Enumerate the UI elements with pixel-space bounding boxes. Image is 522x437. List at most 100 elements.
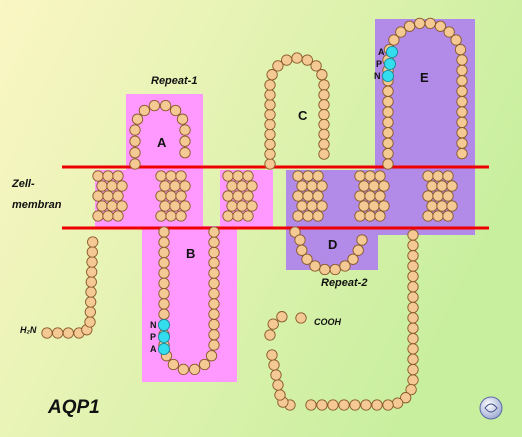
residue-bead (302, 210, 314, 222)
residue-bead (246, 180, 258, 192)
residue-bead (442, 190, 454, 202)
residue-bead (352, 244, 364, 256)
residue-bead (148, 99, 161, 112)
residue-bead (382, 95, 394, 108)
residue-bead (226, 200, 238, 212)
residue-bead (407, 239, 419, 252)
residue-bead (368, 200, 380, 212)
circular-logo-icon (479, 396, 503, 420)
residue-bead (177, 363, 190, 376)
residue-bead (382, 147, 394, 160)
residue-bead (270, 369, 282, 381)
residue-bead (292, 190, 304, 202)
residue-bead (309, 260, 321, 272)
residue-bead (242, 190, 254, 202)
residue-bead (347, 253, 359, 265)
residue-bead (158, 308, 170, 320)
residue-bead (364, 190, 376, 202)
residue-bead (102, 210, 114, 222)
residue-bead (155, 210, 167, 222)
residue-bead (208, 298, 220, 310)
residue-bead (364, 210, 376, 222)
motif-e-letter-3: N (374, 71, 381, 81)
residue-bead (422, 190, 434, 202)
loop-label-a: A (157, 135, 167, 150)
residue-bead (158, 226, 170, 238)
residue-bead (267, 318, 279, 330)
residue-bead (327, 399, 339, 411)
residue-bead (424, 17, 436, 30)
residue-bead (165, 190, 177, 202)
residue-bead (158, 277, 170, 290)
repeat1-label: Repeat-1 (151, 75, 197, 87)
residue-bead (456, 127, 468, 139)
residue-bead (85, 296, 97, 308)
residue-bead (169, 180, 181, 192)
residue-bead (175, 190, 187, 202)
loop-label-c: C (298, 108, 308, 123)
residue-bead (159, 180, 171, 192)
residue-bead (112, 170, 124, 182)
residue-bead (382, 85, 394, 97)
residue-bead (264, 108, 276, 121)
residue-bead (434, 20, 447, 32)
motif-e-letter-2: P (376, 59, 382, 69)
residue-bead (96, 200, 108, 212)
residue-bead (446, 200, 458, 212)
residue-bead (159, 200, 171, 212)
residue-bead (382, 158, 394, 170)
residue-bead (354, 190, 366, 202)
residue-bead (382, 137, 394, 149)
residue-bead (96, 180, 108, 192)
residue-bead (129, 158, 141, 170)
motif-b-letter-1: N (150, 320, 157, 330)
residue-bead (292, 170, 304, 182)
residue-bead (86, 256, 98, 268)
residue-bead (432, 190, 444, 202)
residue-bead (92, 210, 104, 222)
residue-bead (84, 306, 96, 318)
residue-bead (407, 301, 419, 314)
residue-bead (208, 277, 220, 290)
residue-bead (102, 170, 114, 182)
residue-bead (169, 104, 182, 117)
residue-bead (318, 89, 330, 101)
residue-bead (318, 118, 330, 131)
residue-bead (407, 353, 419, 365)
residue-bead (276, 311, 288, 323)
residue-bead (264, 99, 276, 111)
residue-bead (456, 75, 468, 87)
residue-bead (129, 147, 141, 159)
residue-bead (318, 148, 330, 160)
residue-bead (165, 210, 177, 222)
residue-bead (292, 210, 304, 222)
npa-motif-bead-loop-e (383, 57, 397, 71)
residue-bead (432, 210, 444, 222)
residue-bead (295, 312, 307, 324)
residue-bead (318, 79, 330, 91)
residue-bead (208, 246, 220, 259)
repeat2-label: Repeat-2 (321, 277, 367, 289)
c-terminus-label: COOH (314, 317, 342, 327)
npa-motif-bead-loop-b (157, 318, 171, 332)
residue-bead (382, 106, 394, 118)
residue-bead (266, 69, 278, 81)
residue-bead (358, 180, 370, 192)
residue-bead (443, 26, 455, 38)
residue-bead (179, 124, 191, 136)
npa-motif-bead-loop-b (157, 330, 171, 344)
residue-bead (382, 116, 394, 129)
residue-bead (400, 392, 412, 404)
residue-bead (264, 138, 276, 150)
residue-bead (158, 236, 170, 248)
residue-bead (456, 106, 468, 118)
residue-bead (374, 210, 386, 222)
residue-bead (158, 298, 170, 310)
residue-bead (388, 34, 400, 46)
residue-bead (85, 286, 97, 298)
residue-bead (155, 190, 167, 202)
residue-bead (222, 170, 234, 182)
residue-bead (432, 170, 444, 182)
residue-bead (403, 20, 416, 32)
